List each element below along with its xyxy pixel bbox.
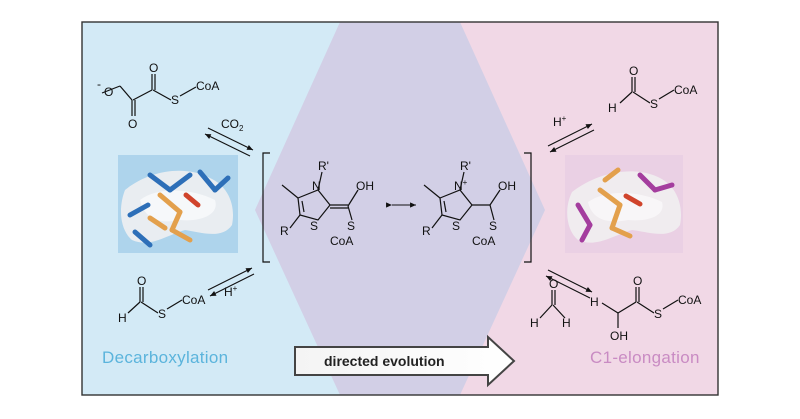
- hplus-equilibrium-arrows-left: H+: [207, 267, 255, 299]
- enamine-coa-label: CoA: [330, 234, 353, 248]
- center-hexagon: [255, 22, 545, 395]
- carbanion-r: R: [422, 224, 431, 238]
- glycolyl-coa-label: CoA: [678, 293, 701, 307]
- formaldehyde: H O H: [530, 277, 571, 330]
- formaldehyde-h-right: H: [562, 316, 571, 330]
- formyl-oxygen: O: [137, 274, 146, 288]
- enamine-hydroxyl: OH: [356, 179, 374, 193]
- directed-evolution-label: directed evolution: [324, 353, 445, 369]
- glycolyl-oxygen: O: [633, 274, 642, 288]
- enamine-thioester-sulfur: S: [347, 219, 355, 233]
- carbanion-hydroxyl: OH: [498, 179, 516, 193]
- figure-frame: [81, 21, 719, 396]
- carbanion-r-prime: R': [460, 159, 471, 173]
- thdp-intermediate-resonance: N R' R S OH S CoA N+ R' R S OH S CoA: [262, 152, 532, 263]
- formyl-oxygen-right: O: [629, 64, 638, 78]
- carbanion-form: N+ R' R S OH S CoA: [422, 159, 516, 248]
- thioester-oxygen: O: [149, 61, 158, 75]
- oxalyl-coa-structure: - O O O S CoA: [97, 61, 219, 131]
- formyl-sulfur: S: [158, 307, 166, 321]
- enamine-r-prime: R': [318, 159, 329, 173]
- directed-evolution-arrow: directed evolution: [294, 334, 516, 388]
- carboxylate-minus: -: [97, 77, 101, 91]
- formyl-h: H: [118, 311, 127, 325]
- carboxylate-oxygen: O: [104, 85, 113, 99]
- enamine-nitrogen: N: [312, 179, 321, 193]
- glycolyl-h: H: [590, 295, 599, 309]
- hplus-label-right: H+: [553, 114, 567, 129]
- enamine-r: R: [280, 224, 289, 238]
- enamine-form: N R' R S OH S CoA: [280, 159, 374, 248]
- carbanion-coa-label: CoA: [472, 234, 495, 248]
- co2-equilibrium-arrows: CO2: [204, 117, 254, 157]
- carboxyl-oxygen: O: [128, 117, 137, 131]
- formyl-h-right: H: [608, 101, 617, 115]
- protein-structure-left: [118, 155, 238, 253]
- formyl-coa-label: CoA: [182, 293, 205, 307]
- formyl-sulfur-right: S: [650, 97, 658, 111]
- decarboxylation-label: Decarboxylation: [102, 348, 228, 367]
- enamine-ring-sulfur: S: [310, 219, 318, 233]
- carbanion-thioester-sulfur: S: [489, 219, 497, 233]
- glycolyl-sulfur: S: [654, 307, 662, 321]
- sulfur-atom: S: [171, 93, 179, 107]
- carbanion-ring-sulfur: S: [452, 219, 460, 233]
- glycolyl-hydroxyl: OH: [610, 329, 628, 343]
- formyl-coa-left: H O S CoA: [118, 274, 205, 325]
- formyl-coa-label-right: CoA: [674, 83, 697, 97]
- elongation-label: C1-elongation: [590, 348, 700, 367]
- carbanion-nitrogen: N+: [454, 178, 468, 193]
- formyl-coa-right: H O S CoA: [608, 64, 697, 115]
- hplus-label-left: H+: [224, 284, 238, 299]
- formaldehyde-oxygen: O: [549, 277, 558, 291]
- co2-label: CO2: [221, 117, 244, 133]
- formaldehyde-h-left: H: [530, 316, 539, 330]
- hplus-equilibrium-arrows-right: H+: [547, 114, 595, 153]
- coa-label: CoA: [196, 79, 219, 93]
- glycolyl-coa: H OH O S CoA: [590, 274, 701, 343]
- protein-structure-right: [565, 155, 683, 253]
- lower-right-equilibrium-arrows: [545, 269, 593, 299]
